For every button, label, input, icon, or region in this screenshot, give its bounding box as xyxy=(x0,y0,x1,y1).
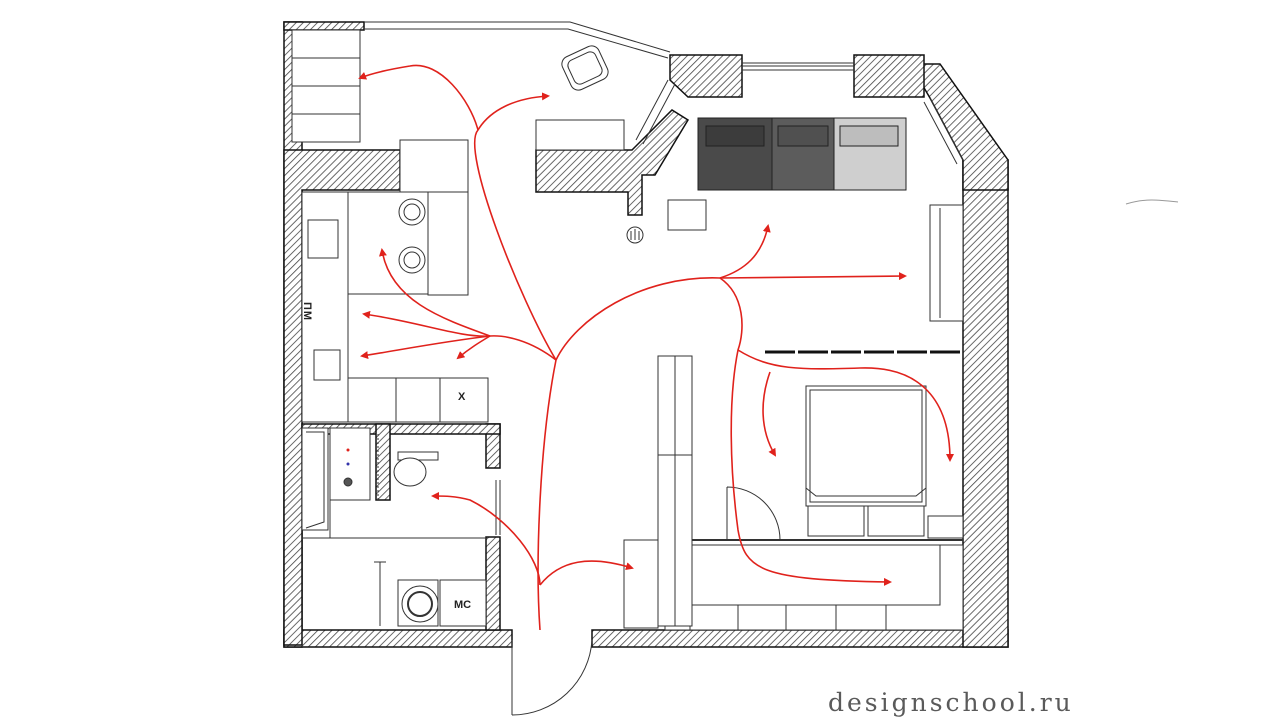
armchair xyxy=(561,45,609,91)
circulation-arrow-icon xyxy=(379,248,491,337)
wc-partition xyxy=(375,423,391,501)
circulation-arrow-icon xyxy=(431,492,541,586)
coffee-table xyxy=(667,199,707,231)
desk xyxy=(535,119,625,151)
circulation-arrow-icon xyxy=(719,224,771,279)
top-pillar-left xyxy=(669,54,743,98)
circulation-arrow-icon xyxy=(358,64,479,131)
bed-mattress xyxy=(809,389,923,503)
circulation-arrow-icon xyxy=(456,335,491,360)
fridge-label: Х xyxy=(458,391,466,403)
bathroom-wall-right-bottom xyxy=(485,536,501,631)
window-top-left xyxy=(364,21,671,59)
living-partition-wall xyxy=(535,109,690,216)
tv-unit xyxy=(929,204,964,322)
hall-closet xyxy=(623,355,693,629)
nightstand-right xyxy=(867,505,925,537)
circulation-arrows xyxy=(358,64,954,631)
window-top-right xyxy=(923,97,964,165)
watermark: designschool.ru xyxy=(828,688,1074,717)
circulation-arrow-icon xyxy=(473,92,557,361)
wardrobe-top-band xyxy=(689,544,941,606)
right-wall xyxy=(962,159,1009,648)
circulation-arrow-icon xyxy=(539,560,634,586)
interior-walls xyxy=(301,423,501,631)
outer-walls xyxy=(283,21,1009,648)
edge-mark xyxy=(1125,199,1179,205)
toilet-icon xyxy=(393,457,427,487)
circulation-arrow-icon xyxy=(719,272,907,281)
circulation-arrow-icon xyxy=(362,310,557,361)
circulation-arrow-icon xyxy=(360,335,491,360)
bed-fold xyxy=(805,487,927,497)
top-wall-left xyxy=(283,21,365,31)
sofa xyxy=(697,117,907,191)
bar-stool-2-seat xyxy=(403,251,421,269)
kitchen xyxy=(291,29,489,423)
washer-label-box xyxy=(439,579,487,627)
fridge xyxy=(439,377,489,423)
circulation-arrow-icon xyxy=(719,277,892,586)
wardrobe xyxy=(664,539,964,631)
bath-drain xyxy=(343,477,353,487)
bottom-wall-right xyxy=(591,629,1009,648)
bedroom-shelf xyxy=(927,515,964,539)
dishwasher-label: ПМ xyxy=(301,302,313,322)
top-pillar-right xyxy=(853,54,925,98)
circulation-arrow-icon xyxy=(762,371,777,457)
bedroom-door-swing-icon xyxy=(726,486,781,541)
kitchen-hob xyxy=(313,349,341,381)
circulation-arrow-icon xyxy=(737,349,954,462)
bath-sink-counter xyxy=(329,427,371,501)
kitchen-sink xyxy=(307,219,339,259)
entry-door-swing-icon xyxy=(511,639,593,716)
washer-label: МС xyxy=(454,599,472,611)
window-top-center xyxy=(742,62,854,71)
bottom-wall-left xyxy=(283,629,513,648)
nightstand-left xyxy=(807,505,865,537)
window-bay-left xyxy=(635,79,676,145)
bathroom xyxy=(301,427,487,627)
bar-counter-top xyxy=(399,139,469,193)
bath-door-swing-icon xyxy=(495,480,501,535)
workspace xyxy=(535,45,707,244)
bedroom xyxy=(805,385,964,539)
bar-stool-1-seat xyxy=(403,203,421,221)
entry-cabinet xyxy=(623,539,659,629)
doors xyxy=(495,480,781,716)
circulation-arrow-icon xyxy=(537,277,721,631)
windows xyxy=(364,21,964,165)
